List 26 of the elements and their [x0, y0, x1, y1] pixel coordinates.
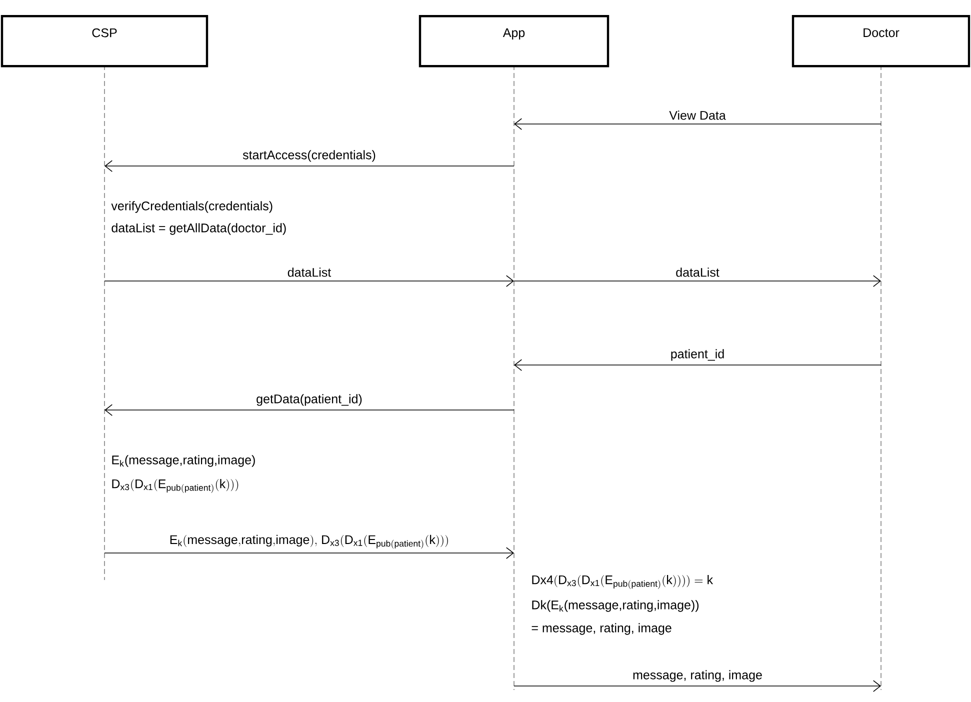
edge-label: message, rating, image [632, 669, 764, 683]
note-text: $\mathrm{D_{x3}(D_{x1}(E_{pub(patient)}(k)))}$ [112, 479, 238, 493]
note-text: E$_{k}$(message,rating,image) [112, 455, 255, 467]
message-arrow [104, 275, 514, 287]
message-arrow [104, 547, 514, 559]
message-arrow [514, 275, 882, 287]
participant-box: Doctor [792, 15, 970, 68]
edge-label: startAccess(credentials) [242, 149, 377, 163]
edge-label: patient_id [669, 348, 726, 362]
note-text: $\mathrm{Dx4(D_{x3}(D_{x1}(E_{pub(patient)}(k))))\ {=}\ k}$ [532, 575, 714, 589]
edge-label: $\mathrm{E_{k}(message{,}rating{,}image){,}\ D_{x3}(D_{x1}(E_{pub(patient)}(k)))}$ [168, 534, 450, 550]
note-text: Dk(E$_{k}$(message,rating,image)) [532, 600, 699, 612]
participant-box: CSP [0, 15, 208, 68]
edge-label: View Data [668, 110, 727, 121]
message-arrow [104, 404, 514, 416]
note-text: = message, rating, image [532, 623, 672, 635]
message-arrow [514, 118, 882, 130]
edge-label: dataList [674, 266, 720, 278]
message-arrow [104, 160, 514, 172]
message-arrow [514, 359, 882, 371]
message-arrow [514, 680, 882, 692]
note-text: verifyCredentials(credentials) [111, 201, 272, 213]
participant-box: App [418, 15, 610, 68]
note-text: dataList = getAllData(doctor_id) [112, 223, 286, 235]
edge-label: getData(patient_id) [255, 393, 364, 407]
edge-label: dataList [286, 266, 332, 278]
